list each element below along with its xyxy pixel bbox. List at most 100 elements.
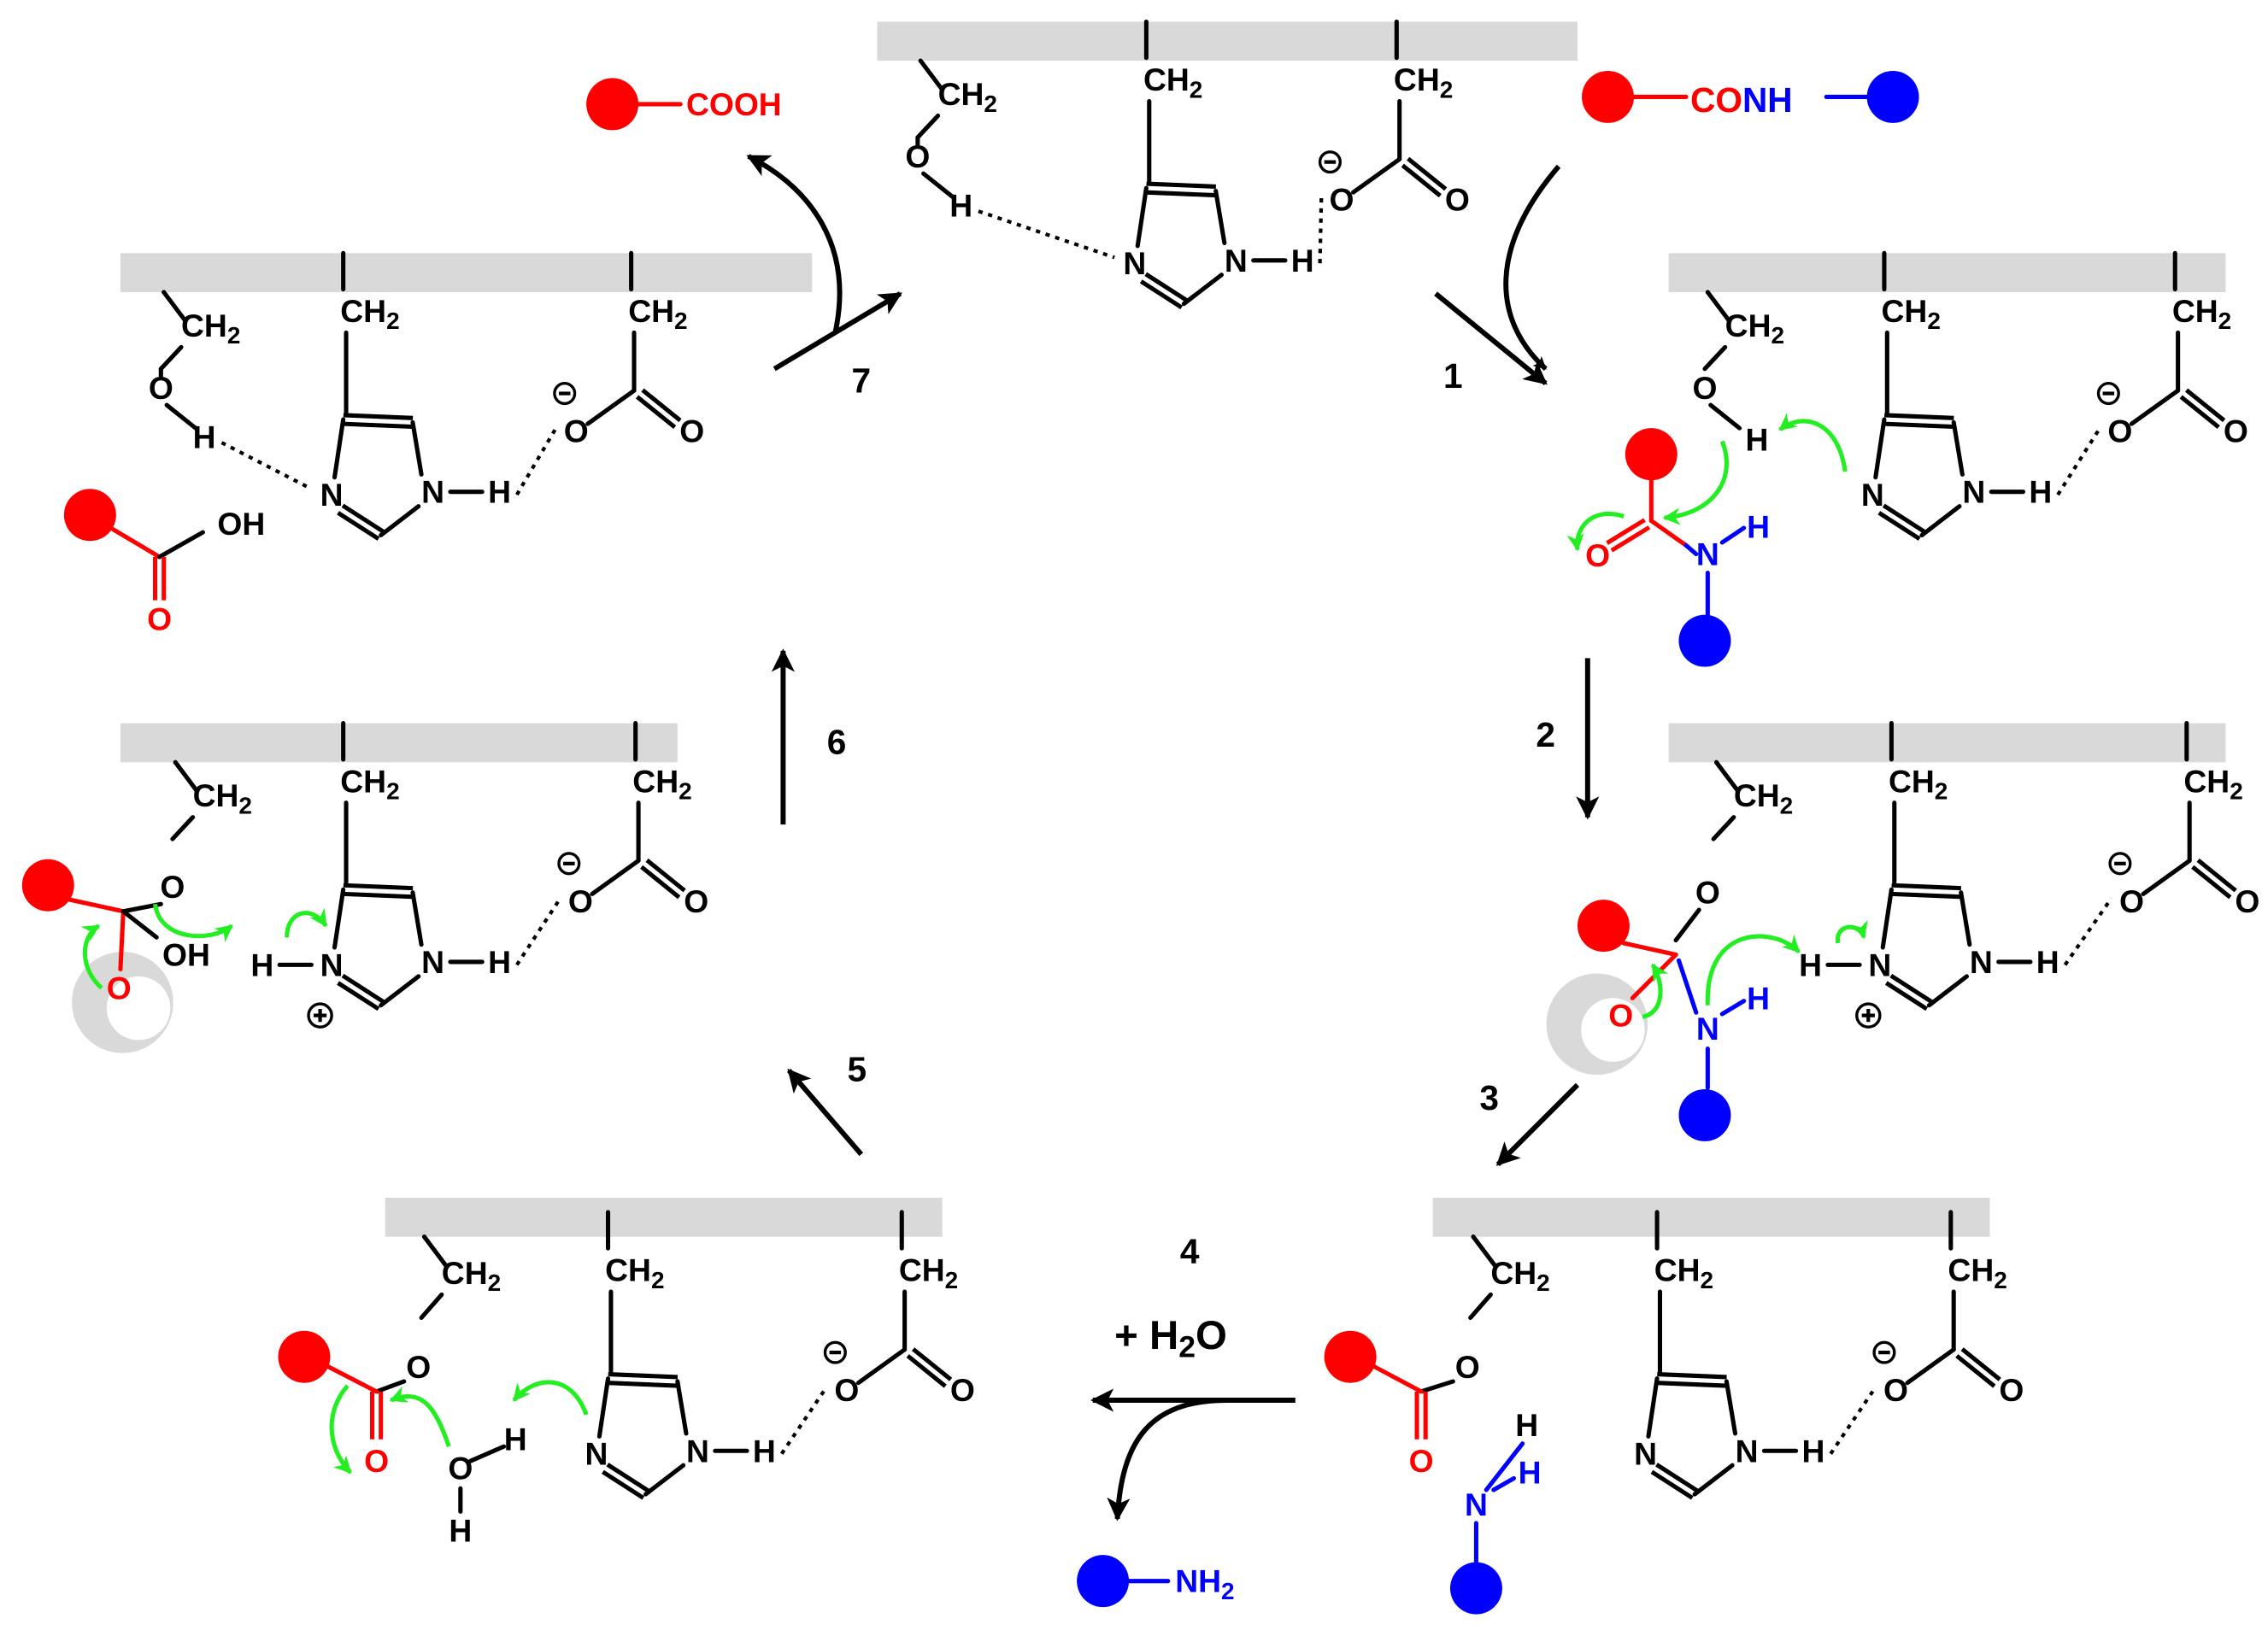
atom-label: H [1747,508,1770,544]
bond-line [410,419,424,477]
double-bond-line [1656,1381,1727,1388]
electron-pushing-arrow-icon [1836,919,1868,944]
charge-circle [1872,1340,1896,1364]
bond-line [164,402,198,431]
bond-line [379,504,421,538]
atom-label: O [406,1349,431,1385]
ch2-label-subscript: 2 [1994,1266,2007,1293]
bond-line [1350,156,1402,195]
bond-line [379,974,421,1008]
carbonyl-oxygen: O [364,1443,389,1479]
atom-label: N [1962,474,1985,510]
double-bond-line [606,1463,649,1492]
step-number-1: 1 [1443,356,1463,396]
ch2-label-main: CH [181,308,227,343]
ch2-label-subscript: 2 [1440,76,1454,103]
ch2-label: CH2 [1490,1255,1549,1296]
amine-ball [1678,614,1731,667]
negative-charge-icon [2096,382,2120,406]
ch2-label: CH2 [2183,763,2242,804]
ch2-label-main: CH [193,777,239,813]
electron-pushing-arrow-icon [389,1386,451,1447]
bond-line [1135,185,1149,249]
carbonyl-oxygen: O [684,883,708,919]
atom-label: O [149,370,173,406]
hydrogen-bond [978,209,1115,260]
carbonyl-oxygen: O [1585,537,1610,573]
atom-label: N [1634,1436,1657,1472]
hydroxyl-label: OH [162,937,210,973]
carbonyl-oxygen: O [2224,413,2248,449]
ch2-label-main: CH [2172,293,2218,329]
carboxylate-oxygen: O [564,413,589,449]
double-bond-line [2191,865,2232,900]
bond-line [421,1234,449,1269]
bond-line [173,759,200,794]
carboxylate-oxygen: O [2107,413,2132,449]
bond-line [596,1376,611,1439]
bond-line [1919,504,1962,538]
bond-line [1873,417,1887,480]
bond-line [1959,890,1972,947]
ch2-label-subscript: 2 [1190,76,1203,103]
enzyme-backbone-bar [385,1197,943,1237]
atom-label: H [1519,1455,1542,1491]
enzyme-backbone-bar [120,723,678,763]
substrate-nh: NH [1742,80,1793,120]
ch2-label-main: CH [1889,763,1935,799]
negative-charge-icon [553,382,577,406]
ch2-label: CH2 [938,76,997,117]
water-reagent-part: O [1196,1312,1227,1357]
bond-line [1484,1441,1525,1492]
bond-line [1951,419,1965,477]
ch2-label: CH2 [2172,293,2231,334]
ch2-label-main: CH [340,293,386,329]
carbonyl-oxygen: O [1409,1443,1434,1479]
double-bond-line [1146,190,1216,198]
ch2-label-main: CH [632,763,679,799]
ch2-label-main: CH [1734,777,1780,813]
bond-line [1719,999,1747,1017]
bond-line [2129,388,2181,426]
negative-charge-icon [557,852,581,876]
ch2-label: CH2 [1882,293,1941,334]
enzyme-backbone-bar [877,21,1578,62]
carboxylate-oxygen: O [568,883,593,919]
double-bond-line [1889,973,1933,1004]
ch2-label-main: CH [1882,293,1928,329]
charge-circle [823,1340,847,1364]
atom-label: N [1696,536,1719,572]
bond-line [110,527,162,560]
bond-line [68,897,126,914]
product-amine-label: NH2 [1175,1563,1234,1604]
bond-line [468,1444,507,1463]
atom-label: N [421,944,444,980]
atom-label: N [1123,245,1146,281]
double-bond-line [608,1371,679,1380]
electron-pushing-arrow-icon [80,924,103,990]
amine-product-ball [1077,1555,1130,1608]
enzyme-backbone-bar [120,253,813,293]
oxyanion-hole-icon [72,952,173,1053]
ch2-label: CH2 [1143,62,1202,103]
ch2-label-main: CH [899,1252,945,1288]
ch2-label: CH2 [632,763,691,804]
bond-line [410,890,424,947]
bond-line [643,1463,686,1497]
atom-label: O [160,869,185,905]
bond-line [1491,1475,1517,1492]
negative-charge-icon [1872,1340,1896,1364]
enzyme-backbone-bar [1668,723,2226,763]
oxyanion: O [1608,998,1633,1034]
bond-line [1711,815,1736,841]
product-acid: COOH [586,78,782,131]
reaction-arrow-icon [1107,1398,1228,1522]
ch2-label: CH2 [1725,308,1784,349]
bond-line [1719,525,1747,545]
step-number-5: 5 [847,1049,867,1088]
